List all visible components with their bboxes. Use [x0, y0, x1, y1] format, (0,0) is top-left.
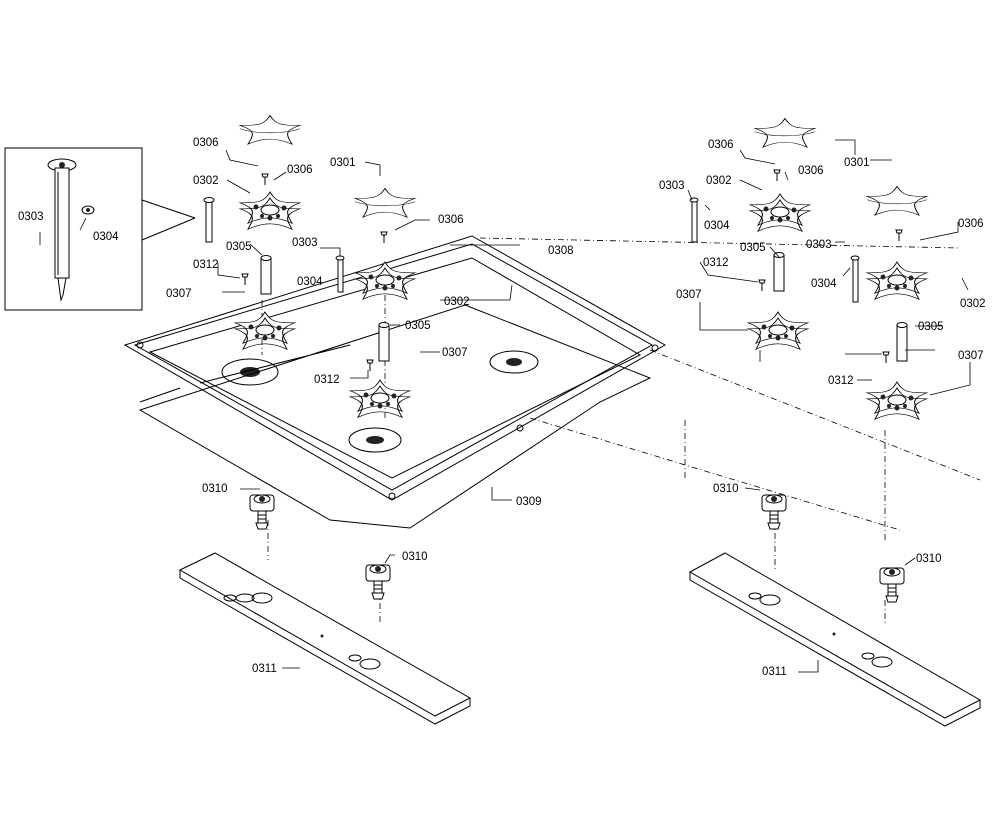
label-0304-r2: 0304 — [811, 278, 837, 290]
valve-center — [365, 564, 391, 600]
label-0303-inset: 0303 — [18, 211, 44, 223]
igniter-left — [203, 197, 215, 243]
burner-cap-top-center — [354, 188, 416, 218]
label-0312-b: 0312 — [314, 374, 340, 386]
screw-right-b — [895, 229, 903, 242]
label-0311-r: 0311 — [762, 666, 787, 678]
burner-head-top-left — [239, 191, 301, 230]
screw-right-a — [773, 169, 781, 182]
label-0306-r2: 0306 — [798, 165, 824, 177]
label-0306-r3: 0306 — [958, 218, 984, 230]
label-0304-inset: 0304 — [93, 231, 119, 243]
valve-right-a — [761, 494, 787, 530]
valve-right-b — [879, 567, 905, 603]
screw-right-d — [882, 351, 890, 364]
label-0307-r1: 0307 — [676, 289, 702, 301]
igniter-electrode-detail — [47, 158, 77, 302]
label-0311-a: 0311 — [252, 663, 277, 675]
gas-tube-right-b — [896, 322, 908, 362]
burner-cap-right-top — [754, 118, 816, 148]
leader-lines — [39, 139, 971, 673]
label-0312-r2: 0312 — [828, 375, 854, 387]
screw-center-top — [380, 231, 388, 244]
label-0310-a: 0310 — [202, 483, 228, 495]
igniter-nut-detail — [81, 205, 95, 215]
label-0306-a: 0306 — [193, 137, 219, 149]
label-0307-b: 0307 — [442, 347, 468, 359]
manifold-rail-right — [688, 552, 982, 727]
burner-base-right-b — [866, 381, 928, 420]
label-0306-r1: 0306 — [708, 139, 734, 151]
label-0305-r2: 0305 — [918, 321, 944, 333]
label-0303-a: 0303 — [292, 237, 318, 249]
label-0303-r2: 0303 — [806, 239, 832, 251]
label-0304-r1: 0304 — [704, 220, 730, 232]
label-0307-a: 0307 — [166, 288, 192, 300]
label-0302-r1: 0302 — [706, 175, 732, 187]
igniter-right-b — [850, 255, 860, 303]
label-0305-a: 0305 — [226, 241, 252, 253]
screw-right-c — [758, 279, 766, 292]
burner-head-right-top — [749, 193, 811, 232]
screw-left-top — [261, 173, 269, 186]
screw-left-bottom — [241, 273, 249, 286]
burner-head-right-mid — [866, 261, 928, 300]
label-0310-r1: 0310 — [713, 483, 739, 495]
label-0312-a: 0312 — [193, 259, 219, 271]
label-0302-a: 0302 — [193, 175, 219, 187]
gas-tube-left — [260, 255, 272, 295]
label-0304-a: 0304 — [297, 276, 323, 288]
burner-cap-right-mid — [866, 186, 928, 216]
burner-cap-top-left — [239, 115, 301, 145]
label-0308: 0308 — [548, 245, 574, 257]
label-0309: 0309 — [516, 496, 542, 508]
manifold-rail-left — [178, 552, 472, 725]
part-labels: 0303 0304 0306 0306 0301 0302 0312 0305 … — [18, 137, 986, 678]
valve-left — [249, 494, 275, 530]
label-0302-r2: 0302 — [960, 298, 986, 310]
tray-gasket — [138, 304, 652, 529]
label-0305-r1: 0305 — [740, 242, 766, 254]
burner-base-right-a — [747, 311, 809, 350]
gas-tube-center — [378, 322, 390, 362]
label-0312-r1: 0312 — [703, 257, 729, 269]
label-0310-b: 0310 — [402, 551, 428, 563]
label-0310-r2: 0310 — [916, 553, 942, 565]
label-0303-r1: 0303 — [659, 180, 685, 192]
label-0301-r: 0301 — [844, 157, 870, 169]
label-0307-r2: 0307 — [958, 350, 984, 362]
igniter-right-a — [689, 197, 699, 243]
label-0306-b: 0306 — [287, 164, 313, 176]
label-0301-a: 0301 — [330, 157, 356, 169]
label-0302-b: 0302 — [444, 296, 470, 308]
label-0305-b: 0305 — [405, 320, 431, 332]
inset-detail-box — [4, 147, 196, 311]
label-0306-c: 0306 — [438, 214, 464, 226]
gas-tube-right-a — [773, 252, 785, 292]
